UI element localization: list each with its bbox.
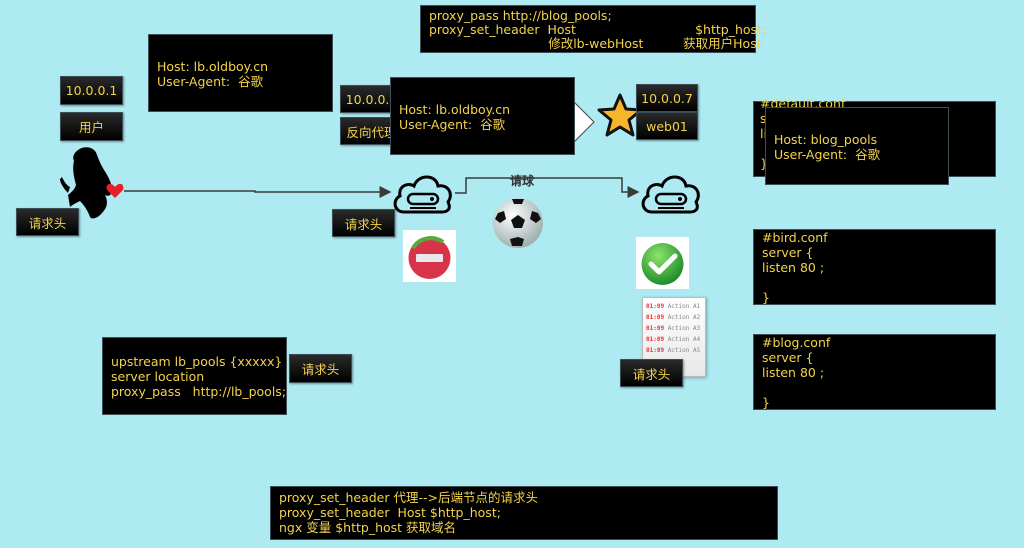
config-line: server location — [111, 369, 205, 384]
log-entry: 01:09 Action A2 — [646, 314, 701, 321]
log-entry: 01:09 Action A4 — [646, 336, 701, 343]
conf-line: server { — [762, 350, 814, 365]
bottom-note-box: proxy_set_header 代理-->后端节点的请求头 proxy_set… — [270, 486, 778, 540]
upstream-request-header-tag: 请求头 — [289, 354, 352, 383]
config-line: proxy_pass http://lb_pools; — [111, 384, 287, 399]
connection-label: 请球 — [510, 174, 535, 188]
conf-line: server { — [762, 245, 814, 260]
top-config-box: proxy_pass http://blog_pools; proxy_set_… — [420, 5, 766, 53]
header-host: Host: blog_pools — [774, 132, 878, 147]
user-silhouette-icon — [60, 147, 112, 219]
client-role-tag: 用户 — [60, 112, 123, 141]
proxy-request-header-tag: 请求头 — [332, 209, 395, 237]
upstream-config-box: upstream lb_pools {xxxxx} server locatio… — [102, 337, 287, 415]
note-line: ngx 变量 $http_host 获取域名 — [279, 520, 457, 535]
log-entry: 01:09 Action A1 — [646, 303, 701, 310]
stop-icon — [403, 230, 456, 282]
header-user-agent: User-Agent: 谷歌 — [157, 74, 264, 89]
config-line: upstream lb_pools {xxxxx} — [111, 354, 283, 369]
proxy-cloud-server-icon — [393, 175, 452, 214]
client-ip-tag: 10.0.0.1 — [60, 76, 123, 105]
note-line: proxy_set_header Host $http_host; — [279, 505, 501, 520]
conf-line: } — [760, 156, 768, 171]
conf-line — [762, 275, 987, 290]
conf-line: listen 80 ; — [762, 365, 825, 380]
web-role-tag: web01 — [636, 112, 698, 140]
proxy-to-web-arrow — [455, 177, 640, 198]
soccer-ball-icon — [493, 198, 543, 248]
conf-line: } — [762, 395, 770, 410]
log-entry: 01:09 Action A5 — [646, 347, 701, 354]
conf-line — [762, 380, 987, 395]
config-line: 修改lb-webHost 获取用户Host — [429, 36, 762, 51]
header-host: Host: lb.oldboy.cn — [157, 59, 269, 74]
web-request-header-tag: 请求头 — [620, 359, 683, 387]
header-user-agent: User-Agent: 谷歌 — [774, 147, 881, 162]
web-cloud-server-icon — [641, 175, 700, 214]
conf-line: } — [762, 290, 770, 305]
client-request-header-tag: 请求头 — [16, 208, 79, 236]
bird-conf-box: #bird.conf server { listen 80 ; } — [753, 229, 996, 305]
config-line: proxy_pass http://blog_pools; — [429, 8, 612, 23]
log-entry: 01:09 Action A3 — [646, 325, 701, 332]
note-line: proxy_set_header 代理-->后端节点的请求头 — [279, 490, 538, 505]
client-header-box: Host: lb.oldboy.cn User-Agent: 谷歌 — [148, 34, 333, 112]
client-to-proxy-arrow — [124, 186, 392, 198]
check-icon — [636, 237, 689, 289]
proxy-header-box: Host: lb.oldboy.cn User-Agent: 谷歌 — [390, 77, 575, 155]
header-host: Host: lb.oldboy.cn — [399, 102, 511, 117]
web-header-box: Host: blog_pools User-Agent: 谷歌 — [765, 107, 949, 185]
blog-conf-box: #blog.conf server { listen 80 ; } — [753, 334, 996, 410]
heart-icon — [106, 183, 124, 198]
web-ip-tag: 10.0.0.7 — [636, 84, 698, 112]
conf-line: #blog.conf — [762, 335, 831, 350]
header-user-agent: User-Agent: 谷歌 — [399, 117, 506, 132]
conf-line: #bird.conf — [762, 230, 828, 245]
conf-line: listen 80 ; — [762, 260, 825, 275]
